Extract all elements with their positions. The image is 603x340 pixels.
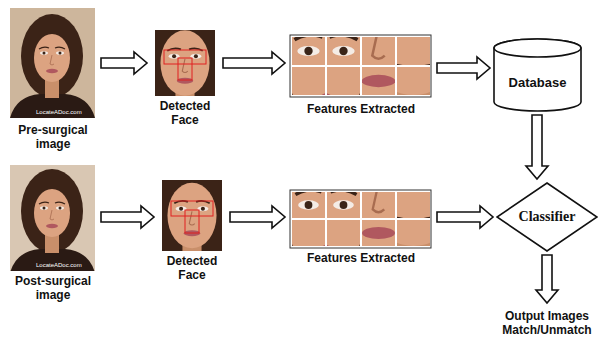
database-cylinder: Database: [493, 38, 582, 112]
feature-node: Features Extracted: [288, 35, 434, 116]
detected-face-photo: [128, 3, 244, 145]
output-node: Output Images Match/Unmatch: [494, 306, 600, 337]
post-surgical-photo: [10, 165, 95, 273]
block-arrow: [536, 255, 558, 303]
block-arrow: [437, 206, 493, 228]
node-caption: Pre-surgical image: [8, 123, 98, 151]
feature-node: Features Extracted: [288, 190, 434, 265]
block-arrow: [230, 206, 285, 228]
node-caption: Post-surgical image: [8, 274, 98, 302]
watermark: LocateADoc.com: [36, 262, 82, 269]
node-caption: Detected Face: [159, 254, 225, 282]
block-arrow: [223, 52, 285, 74]
node-caption: Detected Face: [152, 99, 218, 127]
decision-label: Classifier: [519, 209, 576, 225]
photo-node: Detected Face: [157, 180, 227, 282]
photo-node: Detected Face: [150, 30, 220, 127]
block-arrow: [101, 52, 147, 74]
photo-node: Post-surgical image: [8, 165, 98, 302]
block-arrow: [101, 206, 154, 228]
node-caption: Output Images Match/Unmatch: [494, 309, 600, 337]
block-arrow: [437, 57, 490, 79]
decision-diamond: Classifier: [496, 182, 598, 252]
node-caption: Features Extracted: [306, 251, 416, 265]
block-arrow: [526, 115, 548, 179]
database-label: Database: [509, 75, 567, 90]
watermark: LocateADoc.com: [36, 109, 82, 116]
node-caption: Features Extracted: [306, 102, 416, 116]
detected-face-photo: [135, 156, 251, 298]
photo-node: Pre-surgical image: [8, 8, 98, 151]
pre-surgical-photo: [10, 8, 95, 118]
